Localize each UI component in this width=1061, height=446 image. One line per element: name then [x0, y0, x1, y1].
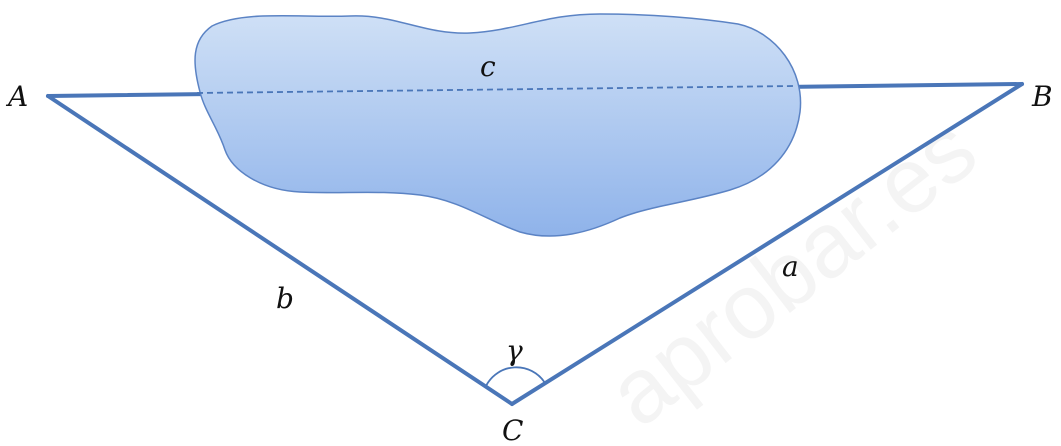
- vertex-label-b: B: [1031, 80, 1053, 113]
- vertex-label-c: C: [502, 414, 523, 446]
- side-a-line: [510, 82, 1024, 406]
- side-b-line: [46, 94, 514, 406]
- vertex-label-a: A: [5, 80, 28, 113]
- angle-gamma-arc: [485, 366, 546, 387]
- angle-label-gamma: γ: [506, 334, 523, 367]
- side-label-b: b: [276, 282, 294, 315]
- side-label-c: c: [480, 50, 496, 83]
- lake-shape: [194, 13, 802, 237]
- side-label-a: a: [782, 250, 799, 283]
